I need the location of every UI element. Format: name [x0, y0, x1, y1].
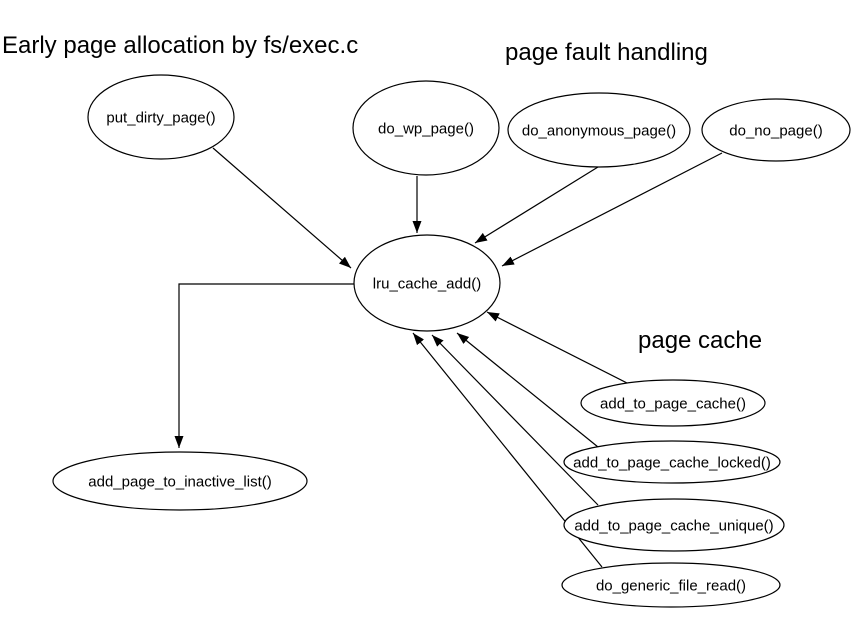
title-page-cache: page cache	[638, 327, 762, 354]
node-add_to_page_cache_locked: add_to_page_cache_locked()	[563, 440, 781, 484]
node-do_anonymous_page: do_anonymous_page()	[507, 92, 691, 168]
node-add_to_page_cache_locked-label: add_to_page_cache_locked()	[573, 454, 771, 471]
edge-do_anonymous_page-to-lru_cache_add	[474, 166, 599, 244]
node-lru_cache_add-label: lru_cache_add()	[373, 275, 481, 292]
edge-add_to_page_cache-to-lru_cache_add	[486, 311, 628, 384]
node-add_to_page_cache_unique: add_to_page_cache_unique()	[563, 498, 785, 552]
node-put_dirty_page-label: put_dirty_page()	[106, 109, 215, 126]
title-early-page-allocation: Early page allocation by fs/exec.c	[2, 32, 358, 59]
titles-layer: Early page allocation by fs/exec.c page …	[2, 32, 762, 354]
node-add_page_to_inactive_list-label: add_page_to_inactive_list()	[88, 473, 271, 490]
node-do_wp_page: do_wp_page()	[352, 80, 500, 176]
nodes-layer: put_dirty_page() do_wp_page() do_anonymo…	[52, 74, 851, 608]
title-page-fault-handling: page fault handling	[505, 39, 708, 66]
node-add_to_page_cache_unique-label: add_to_page_cache_unique()	[574, 517, 773, 534]
node-add_to_page_cache-label: add_to_page_cache()	[600, 395, 746, 412]
node-do_anonymous_page-label: do_anonymous_page()	[522, 122, 676, 139]
node-add_to_page_cache: add_to_page_cache()	[580, 379, 766, 427]
edges-layer	[174, 147, 723, 568]
edge-add_to_page_cache_locked-to-lru_cache_add	[456, 332, 599, 448]
node-put_dirty_page: put_dirty_page()	[87, 74, 235, 160]
node-lru_cache_add: lru_cache_add()	[353, 234, 501, 332]
node-do_generic_file_read-label: do_generic_file_read()	[596, 577, 746, 594]
edge-lru_cache_add-to-add_page_to_inactive_list	[174, 283, 354, 448]
edge-do_no_page-to-lru_cache_add	[501, 152, 723, 267]
node-do_no_page-label: do_no_page()	[729, 122, 822, 139]
node-do_no_page: do_no_page()	[701, 98, 851, 162]
node-add_page_to_inactive_list: add_page_to_inactive_list()	[52, 451, 308, 511]
edge-put_dirty_page-to-lru_cache_add	[212, 147, 352, 269]
node-do_wp_page-label: do_wp_page()	[378, 120, 474, 137]
node-do_generic_file_read: do_generic_file_read()	[561, 562, 781, 608]
edge-add_to_page_cache_unique-to-lru_cache_add	[431, 334, 599, 506]
